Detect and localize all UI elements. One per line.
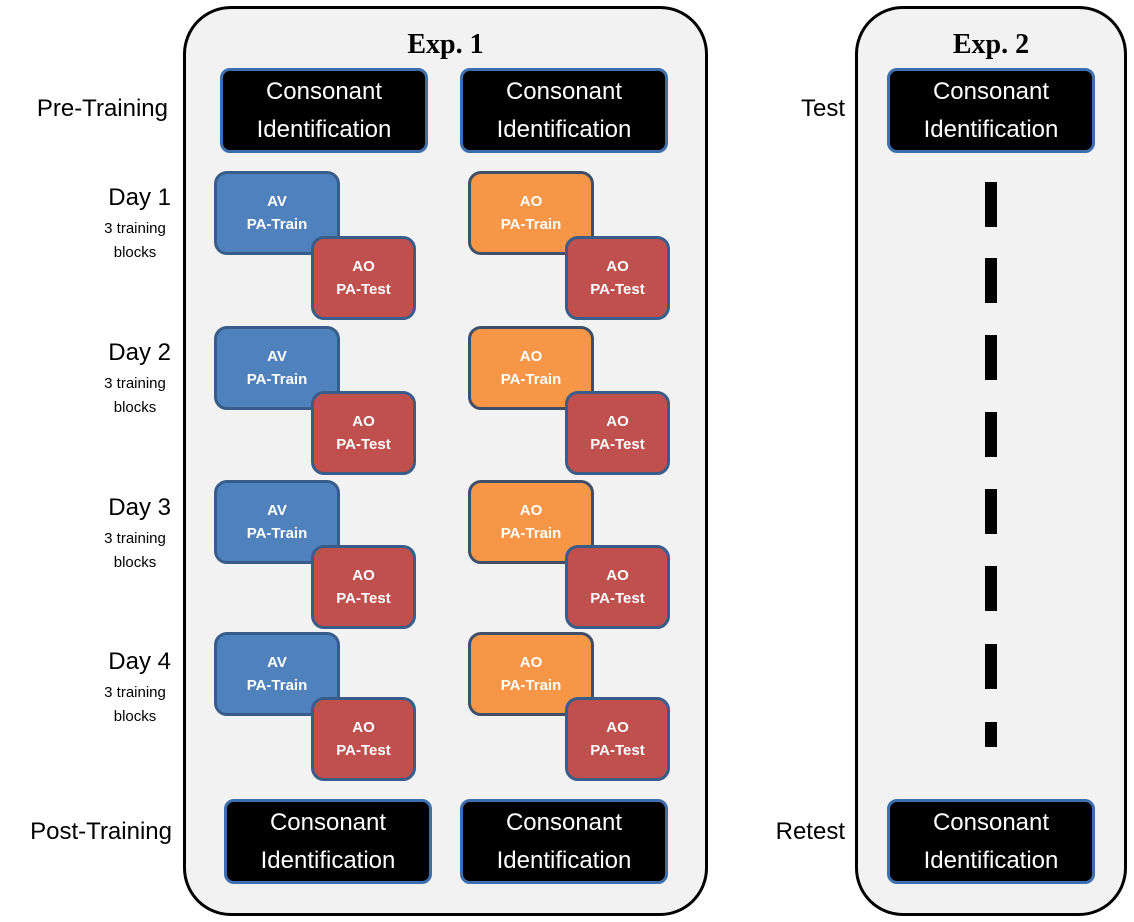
retest-label: Retest [775,818,845,845]
exp2-panel: Exp. 2 [855,6,1127,916]
test-label: Test [800,95,845,122]
post-training-label: Post-Training [30,818,172,845]
dash-segment [985,335,997,380]
exp2-title: Exp. 2 [952,29,1030,60]
day1-label: Day 1 [108,184,171,211]
dash-segment [985,412,997,457]
dash-segment [985,566,997,611]
day3-label: Day 3 [108,494,171,521]
exp1-title: Exp. 1 [407,29,484,60]
dash-segment [985,722,997,747]
dash-segment [985,258,997,303]
dash-segment [985,644,997,689]
pre-training-label: Pre-Training [36,95,168,122]
dash-segment [985,489,997,534]
dash-segment [985,182,997,227]
day4-label: Day 4 [108,648,171,675]
day2-label: Day 2 [108,339,171,366]
